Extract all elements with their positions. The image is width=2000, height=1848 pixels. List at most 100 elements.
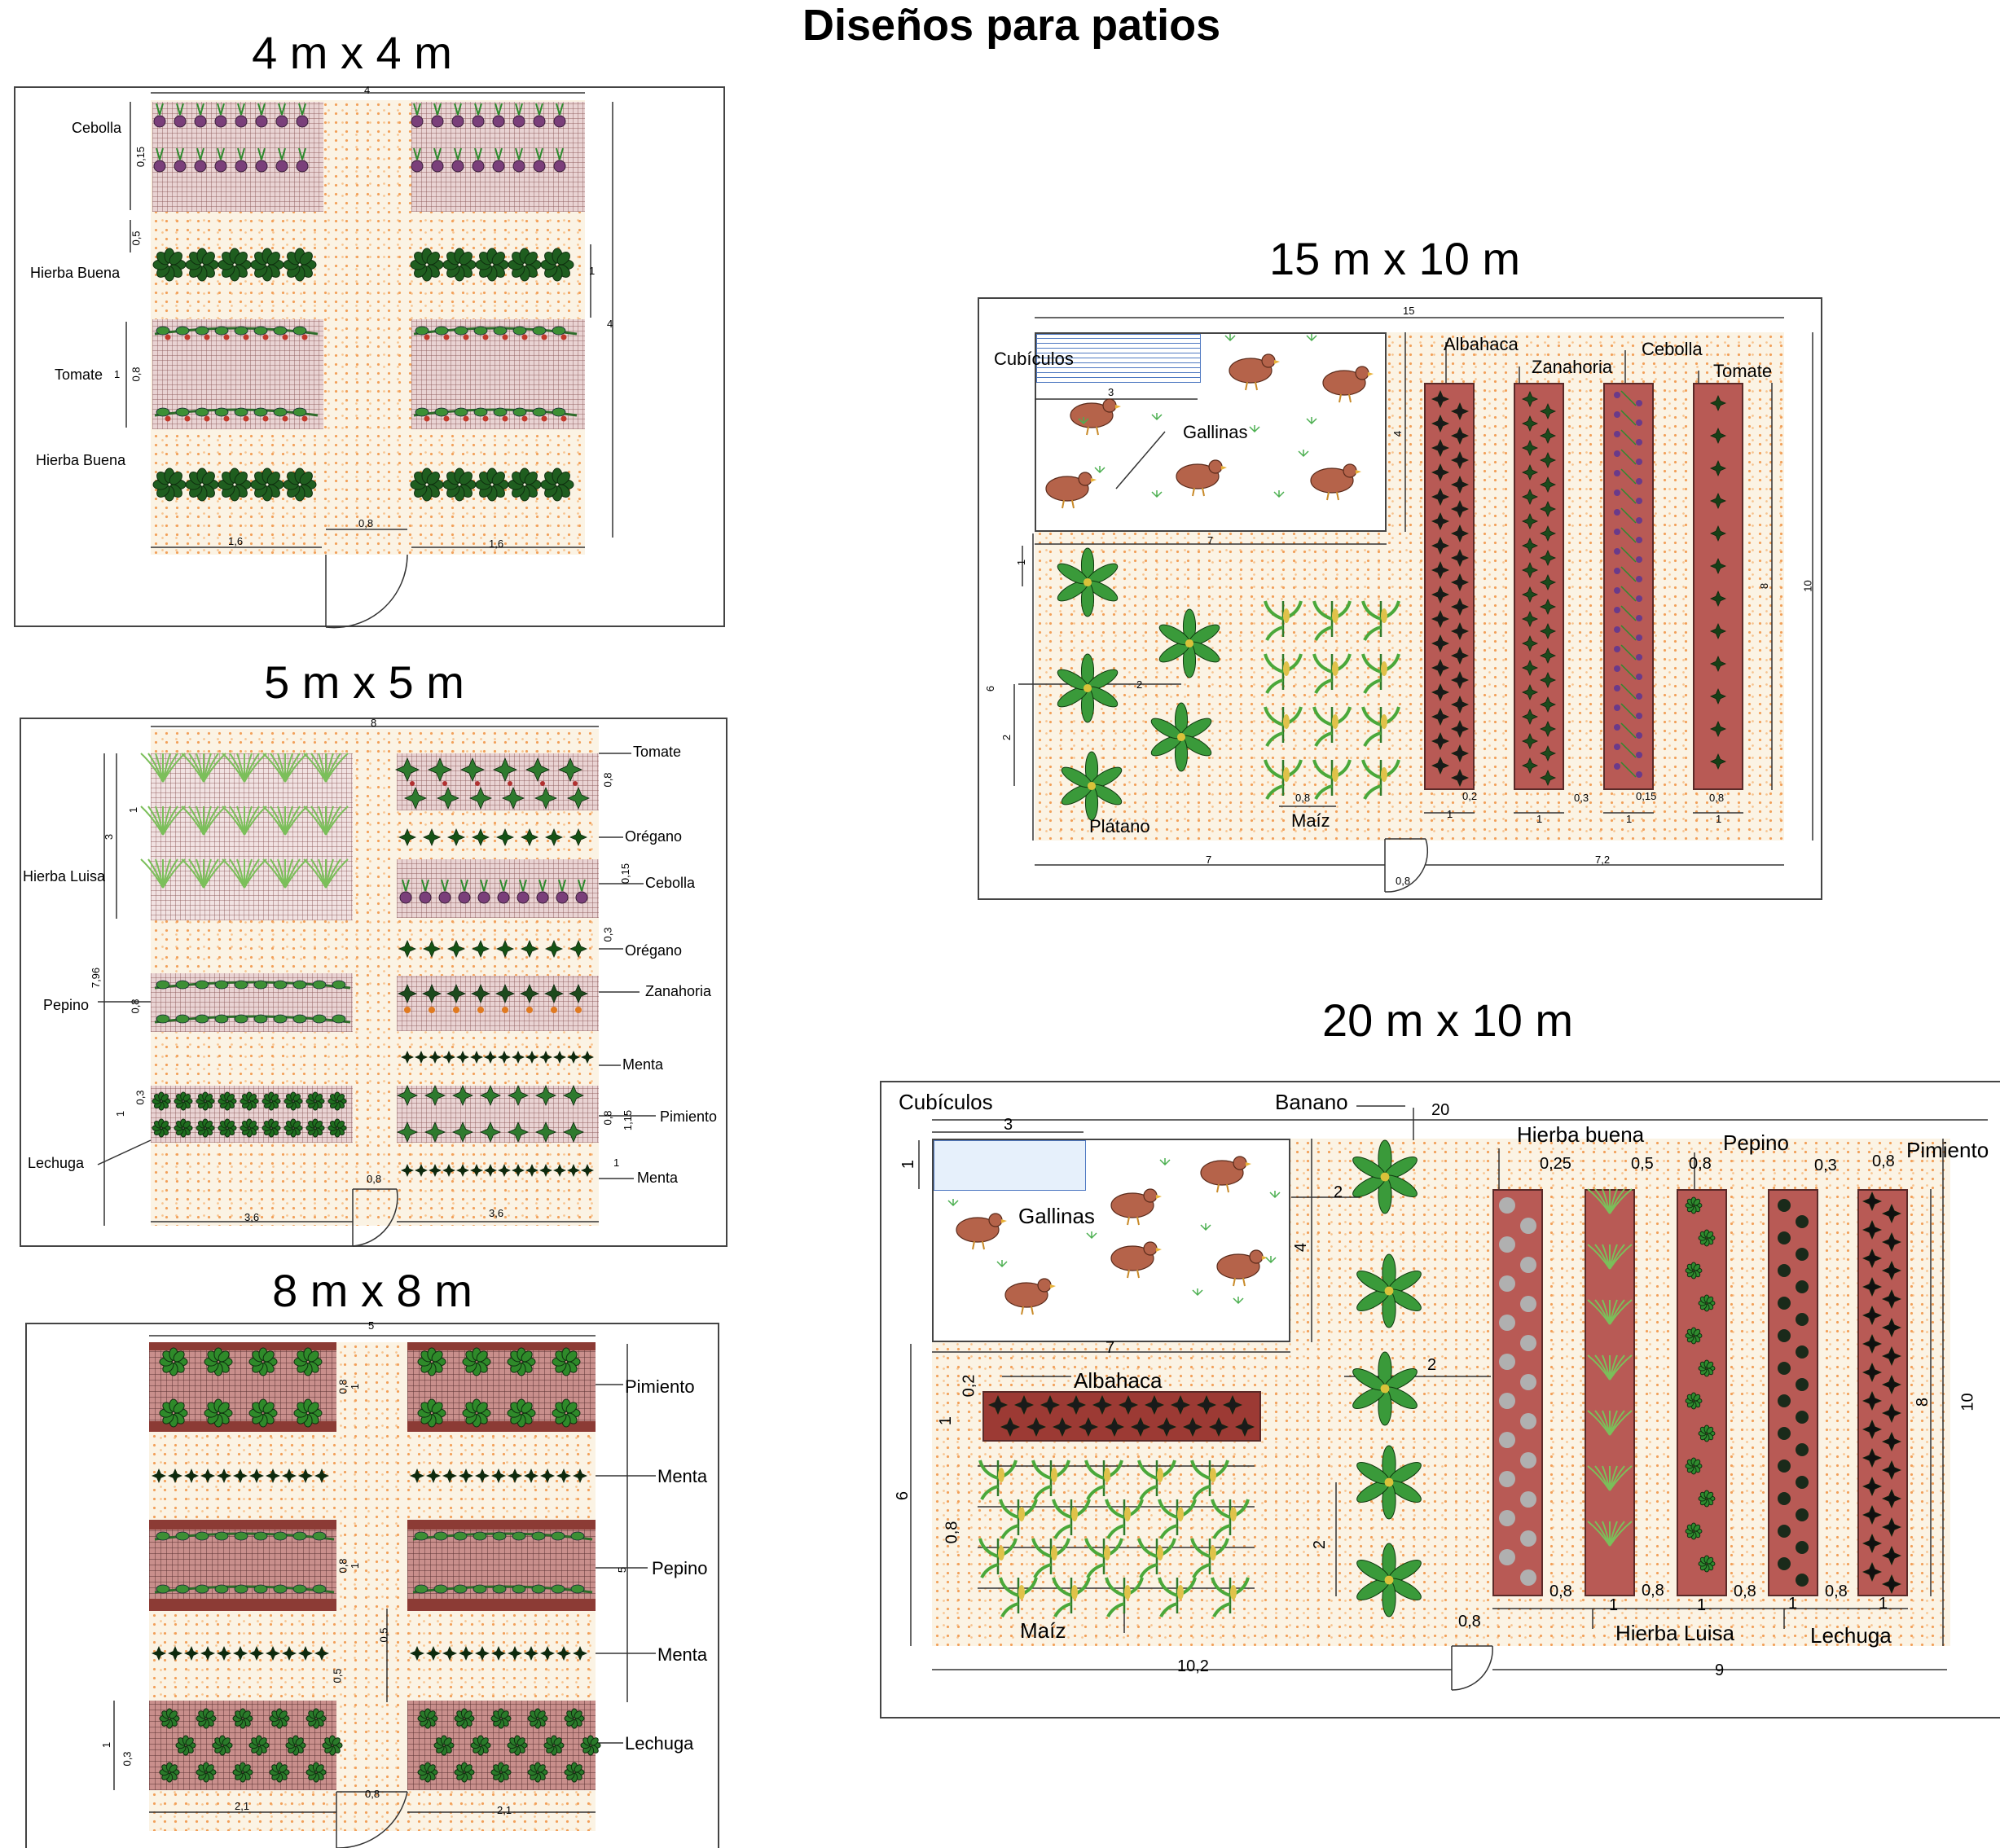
dim-bottom-72: 7,2 (1595, 854, 1611, 866)
plan-4x4-title: 4 m x 4 m (252, 27, 452, 78)
dim-3: 3 (103, 833, 116, 841)
dim-2b: 2 (1427, 1356, 1437, 1374)
dim-115: 1,15 (622, 1109, 635, 1131)
label-menta-1: Menta (657, 1466, 708, 1486)
bed-tomate (397, 753, 599, 810)
dim-03: 0,3 (1574, 792, 1589, 804)
dim-1: 1 (899, 1159, 918, 1170)
dim-top: 5 (368, 1319, 375, 1332)
dim-1b: 1 (114, 1110, 127, 1117)
dim-10: 10 (1801, 580, 1814, 592)
label-tomate: Tomate (55, 367, 103, 383)
label-cubiculos: Cubículos (899, 1090, 993, 1114)
label-zanahoria: Zanahoria (645, 983, 712, 999)
bed-hierba-buena (1492, 1189, 1543, 1596)
bed-cebolla (1603, 383, 1654, 790)
dim-03b: 0,3 (134, 1090, 147, 1105)
dim-bottom-102: 10,2 (1177, 1657, 1209, 1675)
dim-door: 0,8 (365, 1788, 380, 1800)
label-zanahoria: Zanahoria (1532, 357, 1613, 377)
label-oregano-2: Orégano (625, 942, 683, 959)
label-albahaca: Albahaca (1074, 1368, 1163, 1393)
dim-05a: 0,5 (377, 1627, 390, 1643)
dim-w1a: 1 (1447, 808, 1453, 820)
page-title: Diseños para patios (802, 1, 1221, 50)
bed-lechuga-left (149, 1701, 336, 1790)
label-cebolla: Cebolla (1642, 339, 1703, 359)
dim-bottom-right: 3,6 (489, 1207, 504, 1219)
label-lechuga: Lechuga (28, 1155, 85, 1171)
dim-6: 6 (984, 685, 997, 692)
dim-015: 0,15 (134, 146, 147, 168)
label-pimiento: Pimiento (660, 1108, 718, 1125)
dim-top: 20 (1431, 1101, 1450, 1119)
dim-02: 0,2 (960, 1374, 978, 1398)
dim-02: 0,2 (1462, 790, 1478, 802)
dim-1: 1 (127, 806, 140, 814)
dim-gap-1c: 1 (1788, 1595, 1798, 1613)
dim-7: 7 (1207, 534, 1214, 546)
label-maiz: Maíz (1291, 810, 1330, 831)
label-pepino: Pepino (652, 1558, 708, 1578)
dim-08b: 0,8 (1872, 1152, 1895, 1170)
strip (149, 1342, 336, 1350)
bed-albahaca (982, 1391, 1261, 1442)
dim-door: 0,8 (367, 1173, 382, 1185)
dim-08: 0,8 (130, 367, 143, 382)
label-pimiento: Pimiento (1906, 1138, 1989, 1162)
plan-15x10-title: 15 m x 10 m (1268, 233, 1521, 284)
dim-gap-08c: 0,8 (1734, 1582, 1756, 1600)
label-albahaca: Albahaca (1444, 334, 1519, 354)
dim-w1c: 1 (1626, 813, 1633, 825)
strip (407, 1421, 596, 1432)
strip (407, 1520, 596, 1530)
dim-6: 6 (894, 1490, 912, 1501)
dim-w1d: 1 (1716, 813, 1722, 825)
bed-cebolla (397, 859, 599, 918)
dim-bottom-right: 2,1 (497, 1804, 512, 1816)
bed-pepino-right (407, 1520, 596, 1611)
plan-5x5-title: 5 m x 5 m (264, 656, 464, 708)
dim-left: 7,96 (90, 967, 103, 989)
dim-gap-08d: 0,8 (1825, 1582, 1848, 1600)
dim-08b: 0,8 (336, 1558, 349, 1574)
dim-bottom-left: 3,6 (244, 1211, 260, 1223)
bed-zanahoria (397, 976, 599, 1031)
dim-3: 3 (1108, 386, 1114, 398)
dim-2b: 2 (1136, 678, 1143, 691)
label-menta-1: Menta (622, 1056, 664, 1073)
dim-left-width: 1,6 (228, 535, 244, 547)
label-menta-2: Menta (657, 1644, 708, 1665)
dim-right: 4 (607, 318, 613, 330)
label-banano: Banano (1275, 1090, 1348, 1114)
dim-1b: 1 (937, 1416, 956, 1426)
dim-2a: 2 (1334, 1183, 1343, 1201)
dim-2c: 2 (1311, 1539, 1330, 1550)
plan-20x10-title: 20 m x 10 m (1321, 994, 1574, 1046)
dim-08a: 0,8 (1689, 1155, 1712, 1173)
label-platano: Plátano (1089, 816, 1150, 836)
label-oregano-1: Orégano (625, 828, 683, 845)
dim-1c: 1 (100, 1741, 113, 1749)
dim-right-width: 1,6 (489, 538, 504, 550)
dim-015: 0,15 (619, 863, 632, 884)
plan-8x8-title: 8 m x 8 m (272, 1265, 473, 1316)
dim-08a: 0,8 (1295, 792, 1311, 804)
cubiculos-box (934, 1140, 1086, 1191)
dim-2a: 2 (1000, 734, 1013, 741)
bed-lechuga (151, 1086, 353, 1143)
dim-1c: 1 (613, 1157, 620, 1169)
dim-08b: 0,8 (1709, 792, 1725, 804)
bed-pimiento (1857, 1189, 1908, 1596)
dim-05: 0,5 (130, 230, 143, 246)
label-cubiculos: Cubículos (994, 349, 1074, 369)
dim-1: 1 (1015, 559, 1028, 566)
dim-08a: 0,8 (336, 1379, 349, 1394)
label-pepino: Pepino (43, 997, 90, 1013)
bed-pimiento-right (407, 1342, 596, 1432)
dim-08c: 0,8 (943, 1521, 961, 1544)
label-hierba-luisa: Hierba Luisa (1615, 1621, 1734, 1645)
dim-1a: 1 (349, 1383, 362, 1390)
label-hierba-luisa: Hierba Luisa (23, 868, 106, 884)
dim-gap-1d: 1 (1879, 1595, 1888, 1613)
